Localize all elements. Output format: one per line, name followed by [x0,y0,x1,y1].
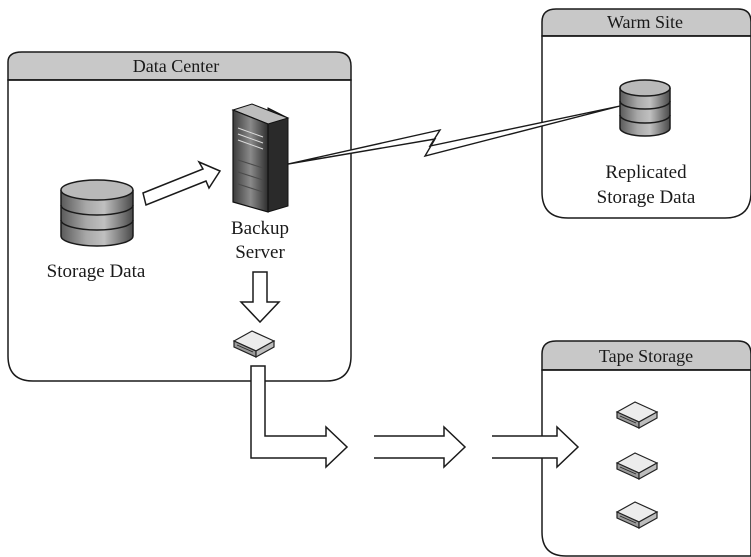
backup-server-label-line2: Server [235,242,285,263]
arrow-storage-to-server [142,160,222,207]
data-center-label: Data Center [133,56,219,76]
data-center-zone: Data Center [7,51,352,382]
replicated-storage-label-line1: Replicated [605,162,687,183]
backup-server-icon [231,103,290,213]
storage-data-label: Storage Data [47,261,146,282]
replicated-storage-disk-icon [619,79,671,137]
replicated-storage-label-line2: Storage Data [597,187,696,208]
arrow-server-to-tape-drive [239,271,281,324]
tape-storage-label: Tape Storage [599,346,693,366]
arrow-transport-to-tape-storage [492,425,580,469]
storage-data-disk-icon [60,179,134,247]
arrow-transport-middle [374,425,467,469]
warm-site-label: Warm Site [607,12,683,32]
backup-server-label-line1: Backup [231,218,289,239]
arrow-tape-to-transport [250,365,349,469]
